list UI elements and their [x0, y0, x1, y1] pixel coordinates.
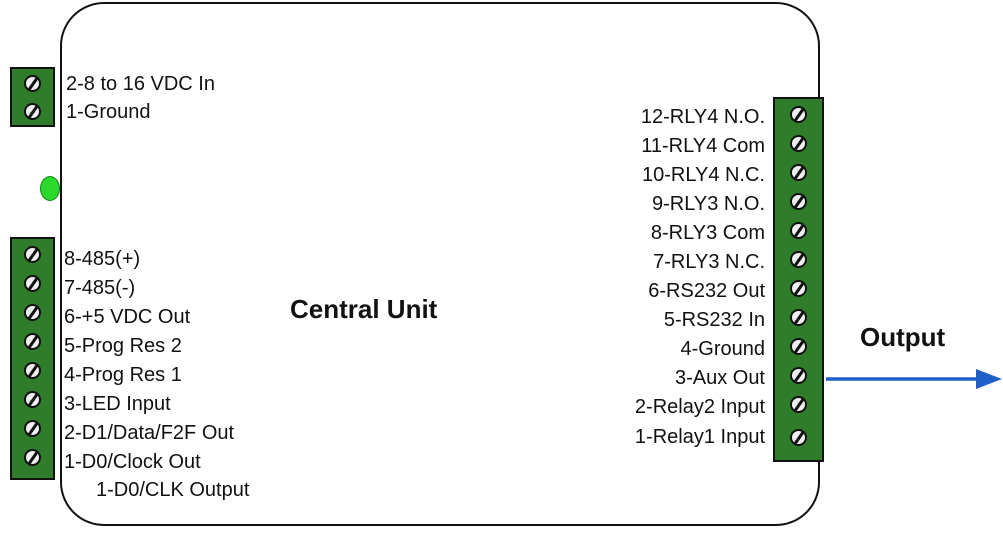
screw-icon — [24, 449, 41, 466]
right-pin-3-label: 3-Aux Out — [674, 367, 765, 389]
screw-icon — [24, 304, 41, 321]
left-pin-3-label: 3-LED Input — [64, 393, 171, 415]
right-pin-1-label: 1-Relay1 Input — [634, 426, 765, 448]
left-pin-6-label: 6-+5 VDC Out — [64, 306, 191, 328]
power-terminal-block — [10, 67, 55, 127]
screw-icon — [24, 333, 41, 350]
left-pin-5-label: 5-Prog Res 2 — [64, 335, 182, 357]
screw-icon — [790, 193, 807, 210]
screw-icon — [790, 222, 807, 239]
screw-icon — [790, 164, 807, 181]
right-pin-12-label: 12-RLY4 N.O. — [640, 106, 765, 128]
right-pin-10-label: 10-RLY4 N.C. — [641, 164, 765, 186]
screw-icon — [24, 420, 41, 437]
screw-icon — [24, 275, 41, 292]
screw-icon — [790, 338, 807, 355]
right-pin-8-label: 8-RLY3 Com — [650, 222, 765, 244]
screw-icon — [24, 246, 41, 263]
power-pin-1-label: 1-Ground — [66, 101, 151, 123]
output-label: Output — [860, 322, 946, 352]
right-pin-7-label: 7-RLY3 N.C. — [653, 251, 765, 273]
left-pin-7-label: 7-485(-) — [64, 277, 136, 299]
left-terminal-block — [10, 237, 55, 480]
screw-icon — [24, 103, 41, 120]
unit-title: Central Unit — [290, 294, 438, 324]
right-pin-6-label: 6-RS232 Out — [648, 280, 765, 302]
right-pin-5-label: 5-RS232 In — [663, 309, 765, 331]
output-arrow-icon — [826, 369, 1002, 389]
screw-icon — [790, 135, 807, 152]
status-led-icon — [40, 176, 60, 201]
left-pin-8-label: 8-485(+) — [64, 248, 141, 270]
screw-icon — [790, 396, 807, 413]
left-pin-4-label: 4-Prog Res 1 — [64, 364, 182, 386]
left-pin-2-label: 2-D1/Data/F2F Out — [64, 422, 235, 444]
screw-icon — [24, 75, 41, 92]
right-pin-9-label: 9-RLY3 N.O. — [652, 193, 765, 215]
screw-icon — [790, 251, 807, 268]
right-pin-2-label: 2-Relay2 Input — [634, 396, 765, 418]
screw-icon — [24, 362, 41, 379]
screw-icon — [790, 367, 807, 384]
extra-note-label: 1-D0/CLK Output — [96, 479, 250, 501]
right-pin-11-label: 11-RLY4 Com — [641, 135, 765, 157]
screw-icon — [24, 391, 41, 408]
right-pin-4-label: 4-Ground — [680, 338, 766, 360]
left-pin-1-label: 1-D0/Clock Out — [64, 451, 201, 473]
right-terminal-block — [773, 97, 824, 462]
screw-icon — [790, 429, 807, 446]
power-pin-2-label: 2-8 to 16 VDC In — [66, 73, 215, 95]
central-unit-box — [60, 2, 820, 526]
screw-icon — [790, 106, 807, 123]
screw-icon — [790, 280, 807, 297]
screw-icon — [790, 309, 807, 326]
